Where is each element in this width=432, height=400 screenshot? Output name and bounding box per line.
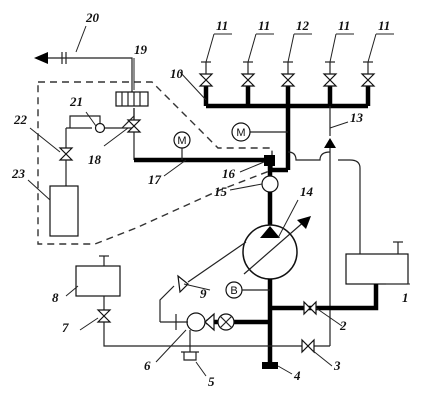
- label-8: 8: [52, 290, 59, 305]
- outlet-valve-12: [280, 61, 296, 87]
- label-15: 15: [214, 184, 228, 199]
- check-valve-13: [324, 138, 336, 148]
- label-11a: 11: [216, 18, 228, 33]
- label-11d: 11: [378, 18, 390, 33]
- leader-23: [27, 179, 51, 201]
- label-10: 10: [170, 66, 184, 81]
- leader-18: [103, 127, 129, 147]
- outlet-valve-11b: [240, 61, 256, 87]
- leader-17: [163, 159, 187, 177]
- leader-7: [79, 317, 99, 331]
- label-22: 22: [13, 112, 28, 127]
- tank-1-return-top: [338, 159, 361, 169]
- pressure-gauge-right: [231, 122, 251, 142]
- silencer-19: [115, 91, 149, 107]
- gauge-left-letter: M: [177, 135, 186, 147]
- leader-13: [329, 121, 349, 129]
- tank-1: [345, 253, 409, 285]
- line-9-up: [187, 241, 247, 283]
- exhaust-line: [42, 57, 133, 92]
- dashed-boundary: [37, 81, 273, 245]
- label-7: 7: [62, 320, 69, 335]
- line-7-to-6: [103, 322, 270, 347]
- exhaust-arrow: [34, 52, 48, 64]
- leader-22: [29, 127, 61, 153]
- pump-14-variable-arrow: [243, 219, 307, 275]
- valve-2: [303, 300, 317, 316]
- gauge-right-letter: M: [236, 127, 245, 139]
- leader-14: [277, 199, 299, 239]
- leader-3: [311, 349, 333, 367]
- valve-5: [183, 352, 197, 361]
- label-1: 1: [402, 290, 409, 305]
- label-20: 20: [85, 10, 100, 25]
- check-valve-9: [177, 274, 189, 294]
- label-21: 21: [69, 94, 83, 109]
- valve-7: [96, 309, 112, 323]
- vacuum-gauge-21: [94, 122, 106, 134]
- leader-4: [277, 365, 293, 375]
- label-13: 13: [350, 110, 364, 125]
- line-9: [159, 285, 175, 322]
- pipe-18-branch: [121, 115, 135, 129]
- valve-6-wedge: [204, 312, 215, 332]
- label-5: 5: [208, 374, 215, 389]
- junction-16: [264, 155, 275, 166]
- label-4: 4: [293, 368, 301, 383]
- label-17: 17: [148, 172, 162, 187]
- label-11c-lead: [329, 33, 337, 63]
- line-1-to-2: [270, 284, 379, 311]
- drain-4: [262, 362, 278, 369]
- separator-15: [261, 175, 279, 193]
- leader-10: [179, 71, 207, 101]
- filter-x-stroke: [219, 315, 233, 329]
- label-11b: 11: [258, 18, 270, 33]
- label-6: 6: [144, 358, 151, 373]
- label-12: 12: [296, 18, 310, 33]
- leader-15: [229, 183, 263, 191]
- outlet-valve-11a: [198, 61, 214, 87]
- tank-8: [75, 265, 121, 297]
- label-11a-lead: [205, 33, 215, 63]
- label-2: 2: [339, 318, 347, 333]
- leader-6: [155, 329, 187, 363]
- leader-21: [85, 111, 97, 127]
- leader-8: [65, 285, 79, 297]
- arrowhead-14: [297, 216, 311, 229]
- tank-23: [49, 185, 79, 237]
- label-3: 3: [333, 358, 341, 373]
- label-11c: 11: [338, 18, 350, 33]
- valve-6-body: [186, 312, 206, 332]
- outlet-valve-11c: [322, 61, 338, 87]
- leader-5: [195, 361, 207, 377]
- leader-2: [315, 307, 343, 327]
- label-16: 16: [222, 166, 236, 181]
- label-9: 9: [200, 286, 207, 301]
- pump-14-outlet: [260, 226, 280, 238]
- label-18: 18: [88, 152, 102, 167]
- valve-3: [301, 338, 315, 354]
- valve-22: [58, 147, 74, 161]
- label-11b-lead: [247, 33, 257, 63]
- pressure-gauge-left: [173, 131, 191, 149]
- crossover-loop: [287, 151, 331, 161]
- label-12-lead: [287, 33, 295, 63]
- valve-18: [126, 119, 142, 133]
- label-11d-lead: [367, 33, 377, 63]
- outlet-valve-11d: [360, 61, 376, 87]
- label-19: 19: [134, 42, 148, 57]
- meter-b-letter: B: [230, 285, 237, 297]
- label-23: 23: [11, 166, 26, 181]
- leader-9: [183, 283, 211, 291]
- leader-16: [239, 161, 265, 173]
- label-14: 14: [300, 184, 314, 199]
- label-20-lead: [75, 25, 87, 53]
